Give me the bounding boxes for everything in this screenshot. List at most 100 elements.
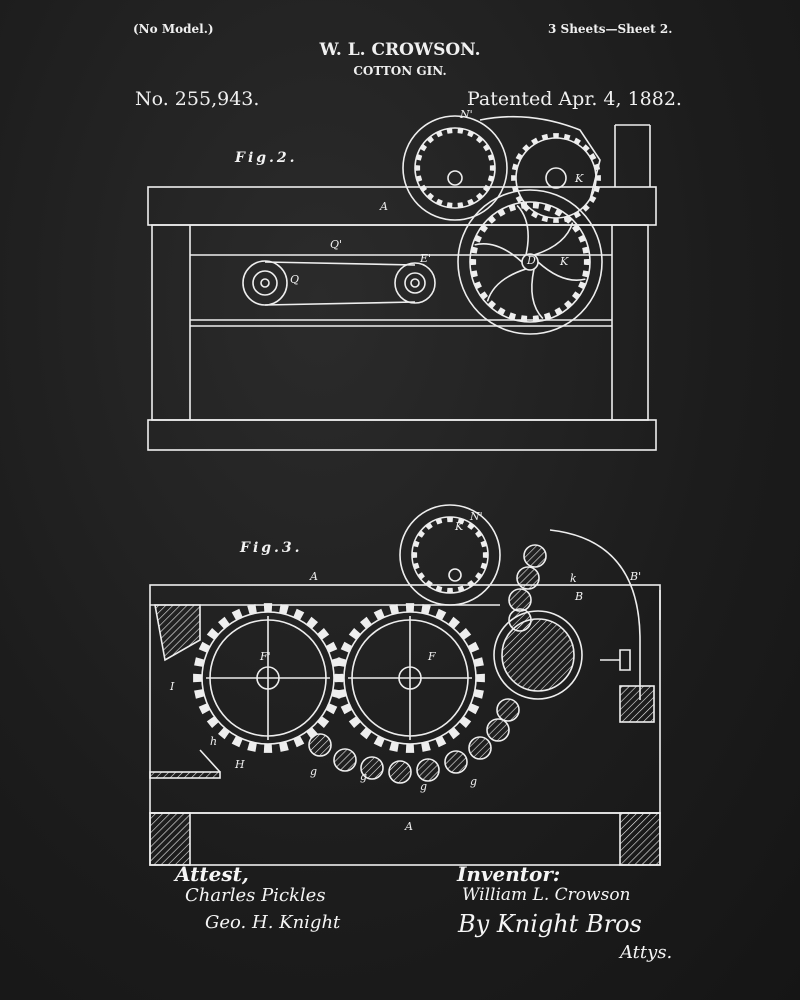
gear-tooth [475,530,483,538]
fig3-gear-n [399,504,501,606]
witness-2-signature: Geo. H. Knight [205,912,341,933]
gear-tooth [417,530,425,538]
gear-tooth [317,716,330,728]
gear-tooth [279,741,289,752]
figure-3-label: Fig.3. [240,540,303,556]
roller [308,733,332,757]
gear-tooth [336,657,347,667]
gear-tooth [247,604,257,615]
gear-tooth [467,522,475,530]
gear-tooth [447,517,453,523]
gear-tooth [279,604,289,615]
roller [388,760,412,784]
gear-tooth [325,703,338,715]
gear-tooth [360,616,372,629]
roller [516,566,540,590]
gear-tooth [448,727,460,740]
patent-number: No. 255,943. [135,88,260,110]
sheet-number: 3 Sheets—Sheet 2. [548,22,673,36]
witness-1-signature: Charles Pickles [185,885,326,906]
gear-tooth [263,743,273,753]
gear-tooth [417,572,425,580]
gear-tooth [389,741,399,752]
gear-tooth [479,291,488,300]
part-label: H [234,758,245,771]
part-label: F [427,650,436,663]
gear-tooth [293,608,305,621]
gear-tooth [475,673,485,683]
wheel-spoke [486,268,527,302]
gear-tooth [447,587,453,593]
gear-tooth [435,735,447,748]
gear-tooth [508,312,516,320]
no-model-note: (No Model.) [133,22,214,36]
fig3-roller-f [493,610,583,700]
gear-tooth [479,224,488,233]
gear-tooth [475,572,483,580]
part-label: I [169,680,175,693]
gear-tooth [457,202,464,208]
gear-tooth [554,208,563,217]
gear-tooth [247,741,257,752]
part-label: D [526,254,536,267]
gear-tooth [476,136,484,144]
gear-tooth [457,128,464,134]
part-label: K [574,172,584,185]
gear-tooth [231,735,243,748]
part-label: A [309,570,318,583]
part-label: h [210,735,217,748]
gear-tooth [198,641,211,653]
gear-tooth [446,202,453,208]
gear-tooth [373,608,385,621]
part-label: E' [419,252,431,265]
gear-tooth [583,258,590,266]
gear-tooth [206,628,219,640]
fig2-belt [264,261,416,306]
gear-tooth [544,204,552,212]
part-label: F' [259,650,271,663]
part-label: B' [629,570,641,583]
gear-tooth [508,204,516,212]
fig2-gear-n [402,115,508,221]
gear-tooth [582,270,590,278]
part-label: A [404,820,413,833]
figure-2-label: Fig.2. [235,150,298,166]
fig2-gear-k [515,137,597,219]
gear-tooth [470,270,478,278]
gear-tooth [572,291,581,300]
part-label: g [470,775,477,788]
part-label: Q [290,273,299,286]
gear-tooth [405,743,415,753]
gear-tooth [231,608,243,621]
figure-2-drawing [147,115,657,451]
gear-tooth [348,716,361,728]
roller [496,698,520,722]
gear-tooth [489,165,495,171]
roller [416,758,440,782]
gear-tooth [554,307,563,316]
gear-tooth [467,703,480,715]
attest-label: Attest, [175,862,249,886]
attorney-signature: By Knight Bros [458,910,642,938]
gear-tooth [497,208,506,217]
gear-tooth [412,552,418,558]
gear-tooth [263,603,273,613]
gear-tooth [446,128,453,134]
roller [333,748,357,772]
gear-tooth [487,215,496,224]
gear-tooth [459,716,472,728]
fig2-large-wheel [457,189,603,335]
gear-tooth [532,202,540,209]
part-label: K [559,255,569,268]
gear-tooth [520,315,528,322]
gear-tooth [553,133,559,139]
part-label: A [379,200,388,213]
inventor-name-heading: W. L. CROWSON. [319,40,481,60]
roller [360,756,384,780]
gear-tooth [405,603,415,613]
gear-tooth [595,175,601,181]
gear-tooth [425,580,433,588]
gear-tooth [582,246,590,254]
patent-title: COTTON GIN. [353,64,447,78]
gear-tooth [194,657,205,667]
